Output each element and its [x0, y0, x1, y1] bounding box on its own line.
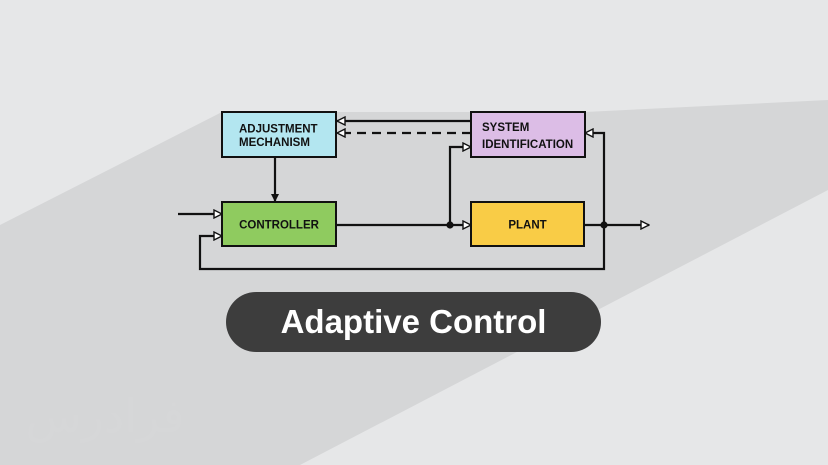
- adjustment-mechanism-label-line2: MECHANISM: [239, 137, 310, 149]
- controller-label: CONTROLLER: [239, 220, 320, 232]
- junction-dot-plant-input: [446, 221, 454, 229]
- system-identification-block: SYSTEM IDENTIFICATION: [470, 111, 586, 158]
- plant-block: PLANT: [470, 201, 585, 247]
- feedback-loop-arrow: [198, 225, 606, 271]
- controller-block: CONTROLLER: [221, 201, 337, 247]
- title-text: Adaptive Control: [281, 303, 547, 340]
- system-identification-label-line1: SYSTEM: [482, 122, 529, 134]
- adjustment-mechanism-label-line1: ADJUSTMENT: [239, 124, 318, 136]
- output-to-sysid-arrow: [585, 133, 606, 225]
- title-pill: Adaptive Control: [226, 292, 601, 352]
- plant-label: PLANT: [508, 220, 546, 232]
- diagonal-shadow: [0, 100, 828, 465]
- plant-input-to-sysid-arrow: [448, 147, 471, 225]
- adjustment-mechanism-block: ADJUSTMENT MECHANISM: [221, 111, 337, 158]
- junction-dot-plant-output: [600, 221, 608, 229]
- system-identification-label-line2: IDENTIFICATION: [482, 139, 573, 151]
- watermark-logo-text: فرادرس: [25, 389, 184, 444]
